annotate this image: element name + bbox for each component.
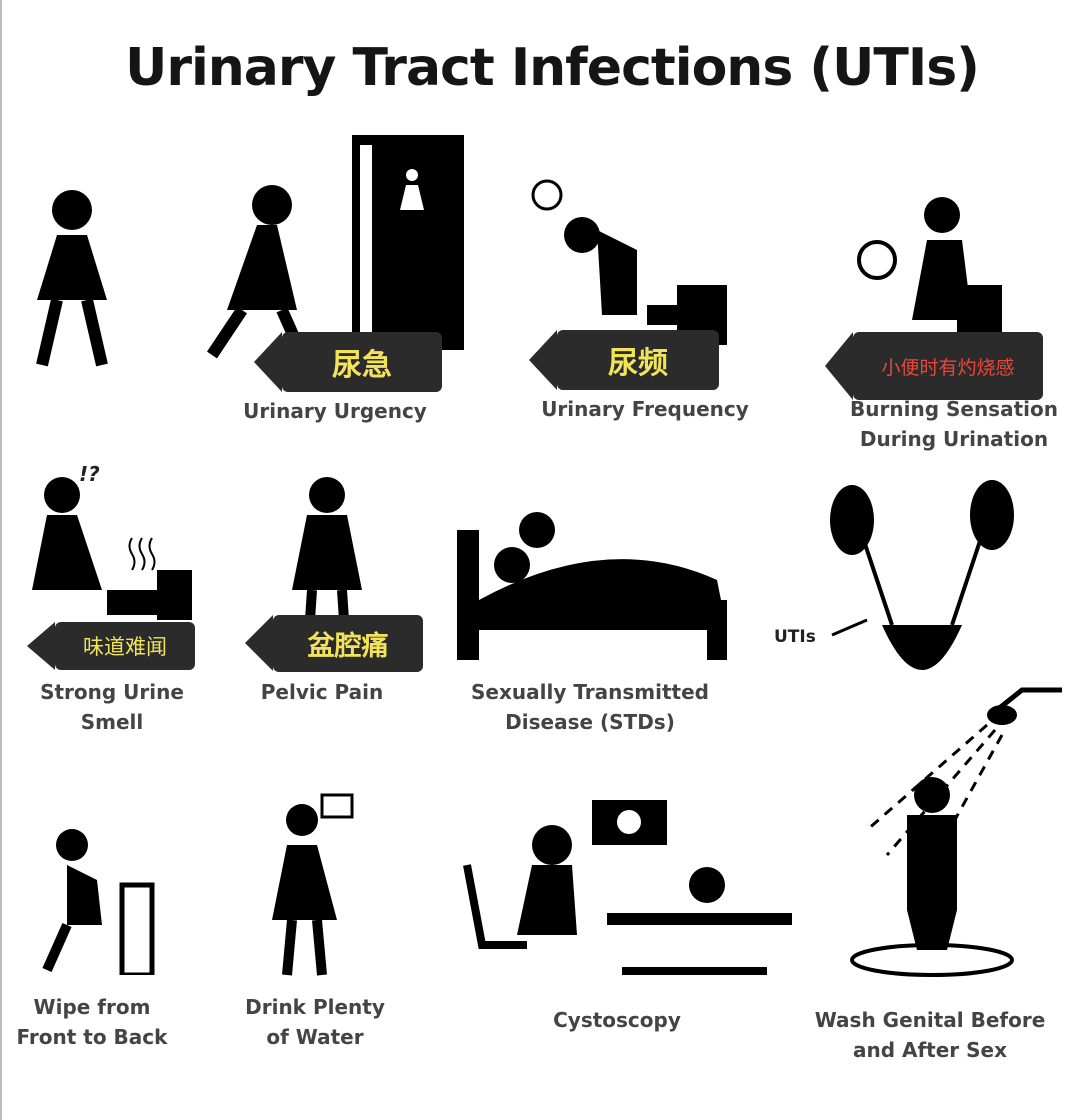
tag-frequency: 尿频: [529, 330, 719, 390]
man-showering-icon: [850, 687, 1062, 977]
label-urinary-urgency: Urinary Urgency: [243, 399, 427, 423]
annotation-text: !?: [79, 462, 100, 486]
tag-burning: 小便时有灼烧感: [825, 332, 1043, 400]
tag-pelvic: 盆腔痛: [245, 615, 423, 672]
woman-running-to-toilet-icon: [207, 135, 464, 359]
woman-holding-crotch-icon: [36, 190, 108, 367]
woman-bending-toilet-icon: [531, 179, 727, 345]
woman-burning-toilet-icon: [857, 197, 1002, 340]
woman-smell-toilet-icon: [32, 477, 192, 620]
tag-urgency: 尿急: [254, 332, 442, 392]
label-cystoscopy: Cystoscopy: [553, 1008, 681, 1032]
tag-smell: 味道难闻: [27, 622, 195, 670]
cystoscopy-procedure-icon: [463, 800, 792, 975]
uti-label: UTIs: [774, 627, 816, 647]
woman-pelvic-pain-icon: [292, 477, 362, 620]
woman-wiping-toilet-icon: [42, 829, 155, 975]
label-urinary-frequency: Urinary Frequency: [541, 397, 749, 421]
label-pelvic-pain: Pelvic Pain: [260, 680, 384, 704]
page-title: Urinary Tract Infections (UTIs): [125, 38, 980, 98]
urinary-tract-icon: [830, 480, 1014, 670]
couple-in-bed-icon: [457, 512, 727, 660]
woman-drinking-water-icon: [272, 793, 354, 976]
